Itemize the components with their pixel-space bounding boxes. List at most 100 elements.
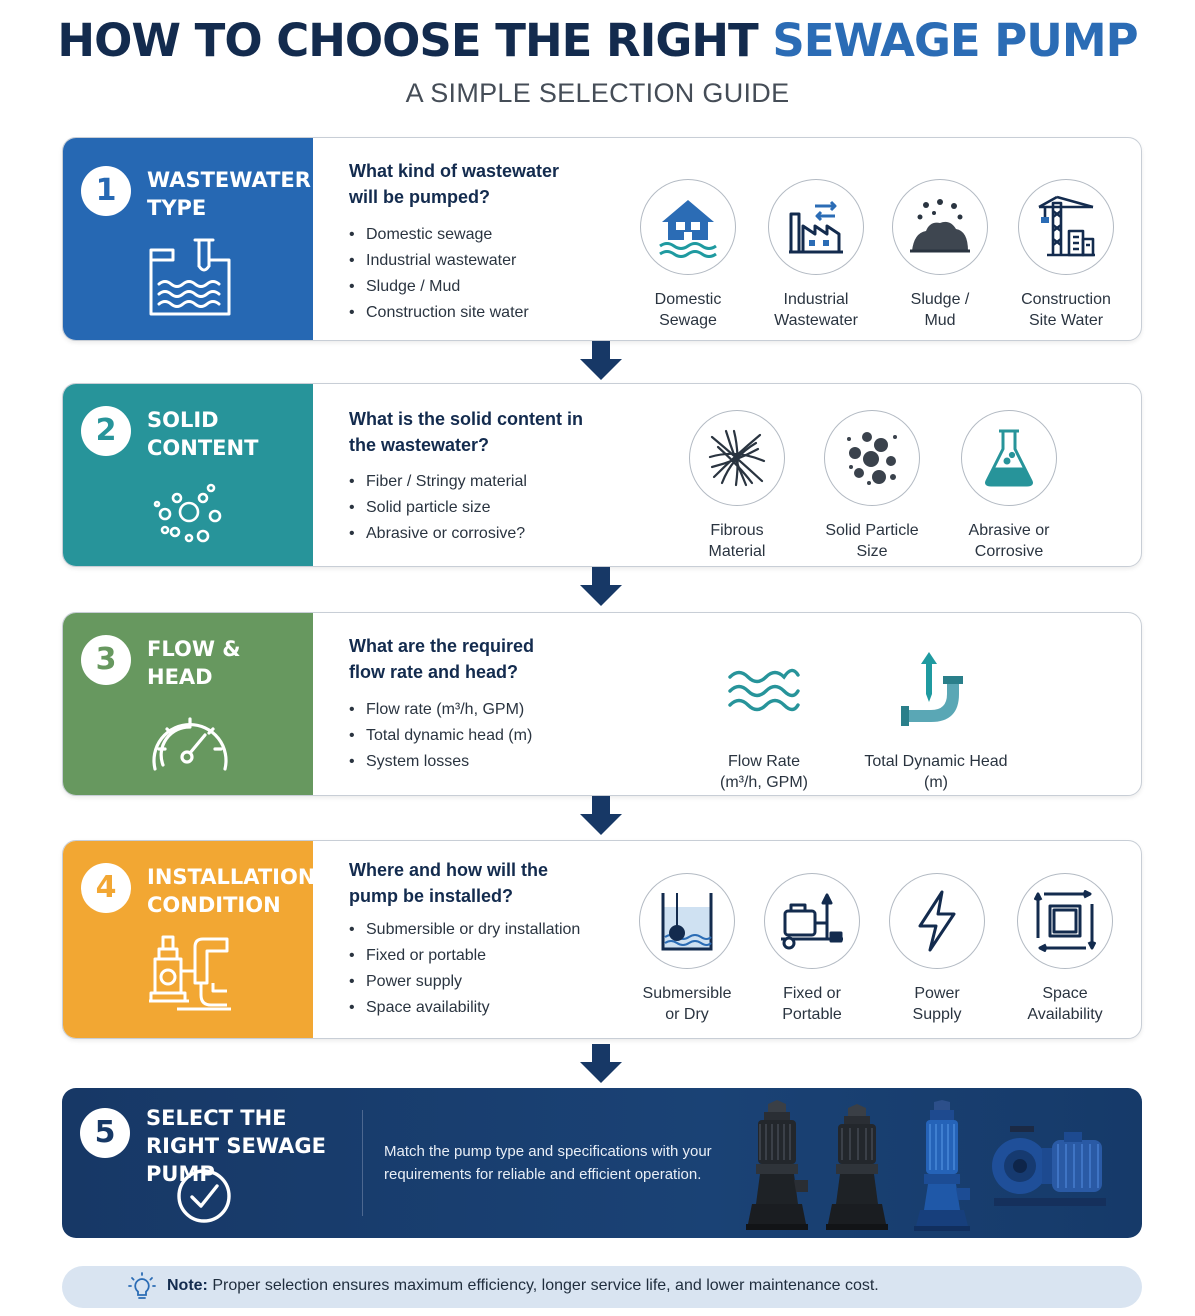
icon-label-line: Corrosive bbox=[974, 543, 1044, 560]
icon-item-portable: Fixed or Portable bbox=[747, 873, 877, 1025]
icon-label-line: Wastewater bbox=[774, 312, 858, 329]
icon-label-line: Material bbox=[708, 543, 766, 560]
step-1-card: 1 WASTEWATER TYPE What kind of wastewate… bbox=[62, 137, 1142, 341]
crane-icon bbox=[1038, 195, 1095, 257]
icon-label-line: Solid Particle bbox=[825, 522, 919, 539]
icon-item-sludge: Sludge / Mud bbox=[875, 179, 1005, 331]
icon-label-line: or Dry bbox=[665, 1006, 709, 1023]
icon-label-line: Site Water bbox=[1028, 312, 1104, 329]
icon-label-line: Power bbox=[914, 985, 960, 1002]
bullet-item: Construction site water bbox=[349, 300, 529, 326]
step-4-card: 4 INSTALLATION CONDITION Where and how w… bbox=[62, 840, 1142, 1039]
bullet-item: Space availability bbox=[349, 995, 580, 1021]
check-circle-icon bbox=[176, 1168, 232, 1229]
bullet-item: Flow rate (m³/h, GPM) bbox=[349, 697, 532, 723]
step-2-question: What is the solid content in the wastewa… bbox=[349, 409, 583, 455]
centrifugal-pump-image bbox=[990, 1118, 1110, 1223]
bullet-item: Power supply bbox=[349, 969, 580, 995]
icon-label-line: Fibrous bbox=[710, 522, 764, 539]
icon-label-line: Construction bbox=[1021, 291, 1111, 308]
icon-label-line: Size bbox=[856, 543, 888, 560]
note-bar: Note: Proper selection ensures maximum e… bbox=[62, 1266, 1142, 1308]
step-4-bullets: Submersible or dry installation Fixed or… bbox=[349, 917, 580, 1021]
note-text: Note: Proper selection ensures maximum e… bbox=[167, 1277, 879, 1295]
icon-label-line: Total Dynamic Head bbox=[864, 753, 1008, 770]
step-1-number: 1 bbox=[81, 166, 131, 216]
step-2-bullets: Fiber / Stringy material Solid particle … bbox=[349, 469, 527, 547]
icon-label-line: Portable bbox=[782, 1006, 842, 1023]
bullet-item: Total dynamic head (m) bbox=[349, 723, 532, 749]
step-5-title: SELECT THE RIGHT SEWAGE PUMP bbox=[146, 1106, 326, 1186]
icon-item-submersible: Submersible or Dry bbox=[622, 873, 752, 1025]
step-3-question: What are the required flow rate and head… bbox=[349, 636, 535, 682]
step-1-title: WASTEWATER TYPE bbox=[147, 168, 311, 220]
step-3-card: 3 FLOW & HEAD What are the required flow… bbox=[62, 612, 1142, 796]
icon-label-line: Flow Rate bbox=[727, 753, 801, 770]
icon-label-line: Submersible bbox=[642, 985, 732, 1002]
step-1-panel: 1 WASTEWATER TYPE bbox=[63, 138, 313, 340]
title-main: HOW TO CHOOSE THE RIGHT bbox=[57, 14, 758, 67]
icon-label-line: Fixed or bbox=[783, 985, 841, 1002]
icon-label-line: Mud bbox=[924, 312, 956, 329]
icon-item-abrasive: Abrasive or Corrosive bbox=[944, 410, 1074, 562]
step-4-number: 4 bbox=[81, 863, 131, 913]
page-subtitle: A SIMPLE SELECTION GUIDE bbox=[405, 78, 790, 108]
icon-label-line: Space bbox=[1042, 985, 1088, 1002]
installed-pump-icon bbox=[147, 931, 233, 1020]
bullet-item: System losses bbox=[349, 749, 532, 775]
note-body: Proper selection ensures maximum efficie… bbox=[212, 1277, 879, 1294]
portable-pump-icon bbox=[781, 893, 843, 950]
icon-label-line: Domestic bbox=[654, 291, 722, 308]
particles-icon bbox=[847, 432, 897, 485]
down-arrow-icon bbox=[578, 567, 624, 612]
icon-label-line: Supply bbox=[912, 1006, 962, 1023]
submersible-tank-icon bbox=[661, 893, 713, 951]
page-title: HOW TO CHOOSE THE RIGHT SEWAGE PUMP bbox=[0, 14, 1195, 67]
step-5-number: 5 bbox=[80, 1108, 130, 1158]
icon-item-flow-rate: Flow Rate (m³/h, GPM) bbox=[699, 641, 829, 793]
step-2-panel: 2 SOLID CONTENT bbox=[63, 384, 313, 566]
waves-icon bbox=[728, 668, 800, 712]
icon-item-total-head: Total Dynamic Head (m) bbox=[851, 641, 1021, 793]
down-arrow-icon bbox=[578, 341, 624, 386]
step-1-question: What kind of wastewater will be pumped? bbox=[349, 161, 560, 207]
down-arrow-icon bbox=[578, 1044, 624, 1089]
step-2-title: SOLID CONTENT bbox=[147, 408, 259, 460]
wastewater-tank-icon bbox=[147, 236, 231, 323]
step-3-number: 3 bbox=[81, 635, 131, 685]
description-line: Match the pump type and specifications w… bbox=[384, 1143, 712, 1160]
bullet-item: Submersible or dry installation bbox=[349, 917, 580, 943]
note-label: Note: bbox=[167, 1277, 208, 1294]
pipe-head-icon bbox=[901, 652, 963, 726]
icon-label-line: Industrial bbox=[783, 291, 849, 308]
gauge-icon bbox=[147, 707, 233, 778]
description-line: requirements for reliable and efficient … bbox=[384, 1166, 702, 1183]
bullet-item: Fiber / Stringy material bbox=[349, 469, 527, 495]
sewage-pump-image bbox=[824, 1104, 890, 1237]
icon-label-line: (m) bbox=[924, 774, 948, 791]
step-5-description: Match the pump type and specifications w… bbox=[384, 1140, 744, 1186]
bullet-item: Solid particle size bbox=[349, 495, 527, 521]
sewage-pump-image bbox=[912, 1100, 972, 1237]
down-arrow-icon bbox=[578, 796, 624, 841]
sewage-pump-image bbox=[742, 1100, 812, 1237]
bullet-item: Fixed or portable bbox=[349, 943, 580, 969]
step-5-card: 5 SELECT THE RIGHT SEWAGE PUMP Match the… bbox=[62, 1088, 1142, 1238]
bullet-item: Industrial wastewater bbox=[349, 248, 529, 274]
icon-label-line: Sewage bbox=[659, 312, 717, 329]
step-3-bullets: Flow rate (m³/h, GPM) Total dynamic head… bbox=[349, 697, 532, 775]
factory-icon bbox=[789, 200, 843, 254]
icon-label-line: Sludge / bbox=[910, 291, 970, 308]
step-2-number: 2 bbox=[81, 406, 131, 456]
icon-label-line: (m³/h, GPM) bbox=[720, 774, 808, 791]
icon-label-line: Availability bbox=[1027, 1006, 1103, 1023]
house-flood-icon bbox=[659, 200, 717, 258]
icon-label-line: Abrasive or bbox=[968, 522, 1050, 539]
